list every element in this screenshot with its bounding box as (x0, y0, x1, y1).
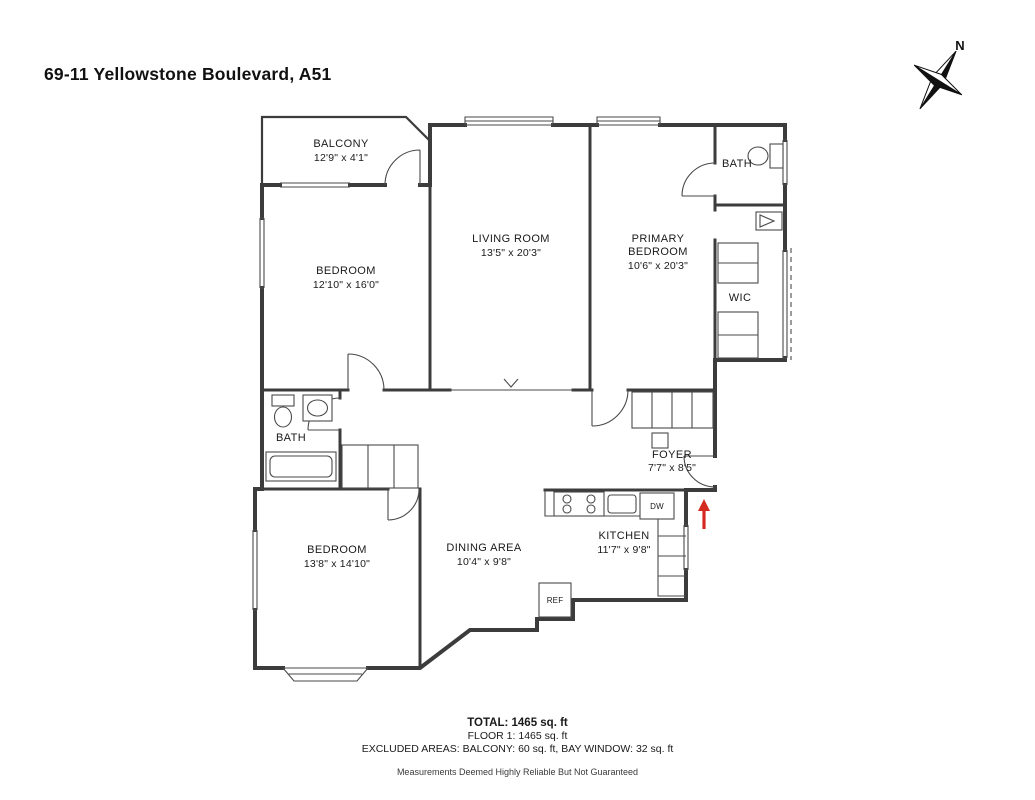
primary-bedroom-label-2: BEDROOM (628, 246, 688, 258)
refrigerator: REF (538, 582, 572, 618)
bedroom-bottom-dims: 13'8" x 14'10" (304, 558, 370, 570)
dining-label: DINING AREA (446, 542, 522, 554)
excluded-areas-text: EXCLUDED AREAS: BALCONY: 60 sq. ft, BAY … (361, 742, 674, 755)
balcony-label: BALCONY (313, 138, 369, 150)
primary-bedroom-dims: 10'6" x 20'3" (628, 260, 688, 272)
total-area-text: TOTAL: 1465 sq. ft (467, 717, 568, 729)
living-room-dims: 13'5" x 20'3" (481, 247, 541, 259)
bathtub-icon (265, 451, 337, 482)
entrance-arrow-icon (698, 499, 710, 529)
wic-label: WIC (729, 292, 752, 304)
kitchen-dims: 11'7" x 9'8" (597, 544, 650, 556)
bath-top-label: BATH (722, 158, 752, 170)
hall-closet (341, 444, 419, 489)
kitchen-label: KITCHEN (598, 530, 649, 542)
stove-icon (553, 491, 605, 517)
balcony-walls (260, 115, 432, 187)
toilet-icon (271, 394, 295, 428)
foyer-label: FOYER (652, 449, 692, 461)
interior-walls (253, 123, 787, 670)
balcony-dims: 12'9" x 4'1" (314, 152, 368, 164)
exterior-walls (253, 123, 787, 670)
disclaimer-text: Measurements Deemed Highly Reliable But … (396, 766, 639, 777)
living-room-label: LIVING ROOM (472, 233, 550, 245)
bedroom-bottom-label: BEDROOM (307, 544, 367, 556)
dishwasher-label: DW (650, 502, 664, 511)
dishwasher: DW (639, 492, 675, 520)
bedroom-top-dims: 12'10" x 16'0" (313, 279, 379, 291)
bath-mid-label: BATH (276, 432, 306, 444)
floor-area-text: FLOOR 1: 1465 sq. ft (467, 730, 568, 743)
refrigerator-label: REF (547, 596, 564, 605)
foyer-closet (631, 391, 714, 449)
dining-dims: 10'4" x 9'8" (457, 556, 511, 568)
toilet-top-icon (747, 143, 784, 169)
kitchen-sink-icon (607, 494, 637, 514)
wic-shelves (717, 211, 783, 359)
compass-icon: N (913, 38, 965, 110)
foyer-dims: 7'7" x 8'5" (648, 462, 696, 474)
opening-chevron-icon (503, 378, 519, 388)
north-label: N (955, 38, 964, 53)
page-title: 69-11 Yellowstone Boulevard, A51 (44, 64, 332, 84)
primary-bedroom-label-1: PRIMARY (632, 233, 685, 245)
bedroom-top-label: BEDROOM (316, 265, 376, 277)
sink-icon (302, 394, 333, 422)
footer: TOTAL: 1465 sq. ft FLOOR 1: 1465 sq. ft … (0, 716, 1035, 778)
room-labels: BALCONY 12'9" x 4'1" BEDROOM 12'10" x 16… (276, 138, 752, 570)
